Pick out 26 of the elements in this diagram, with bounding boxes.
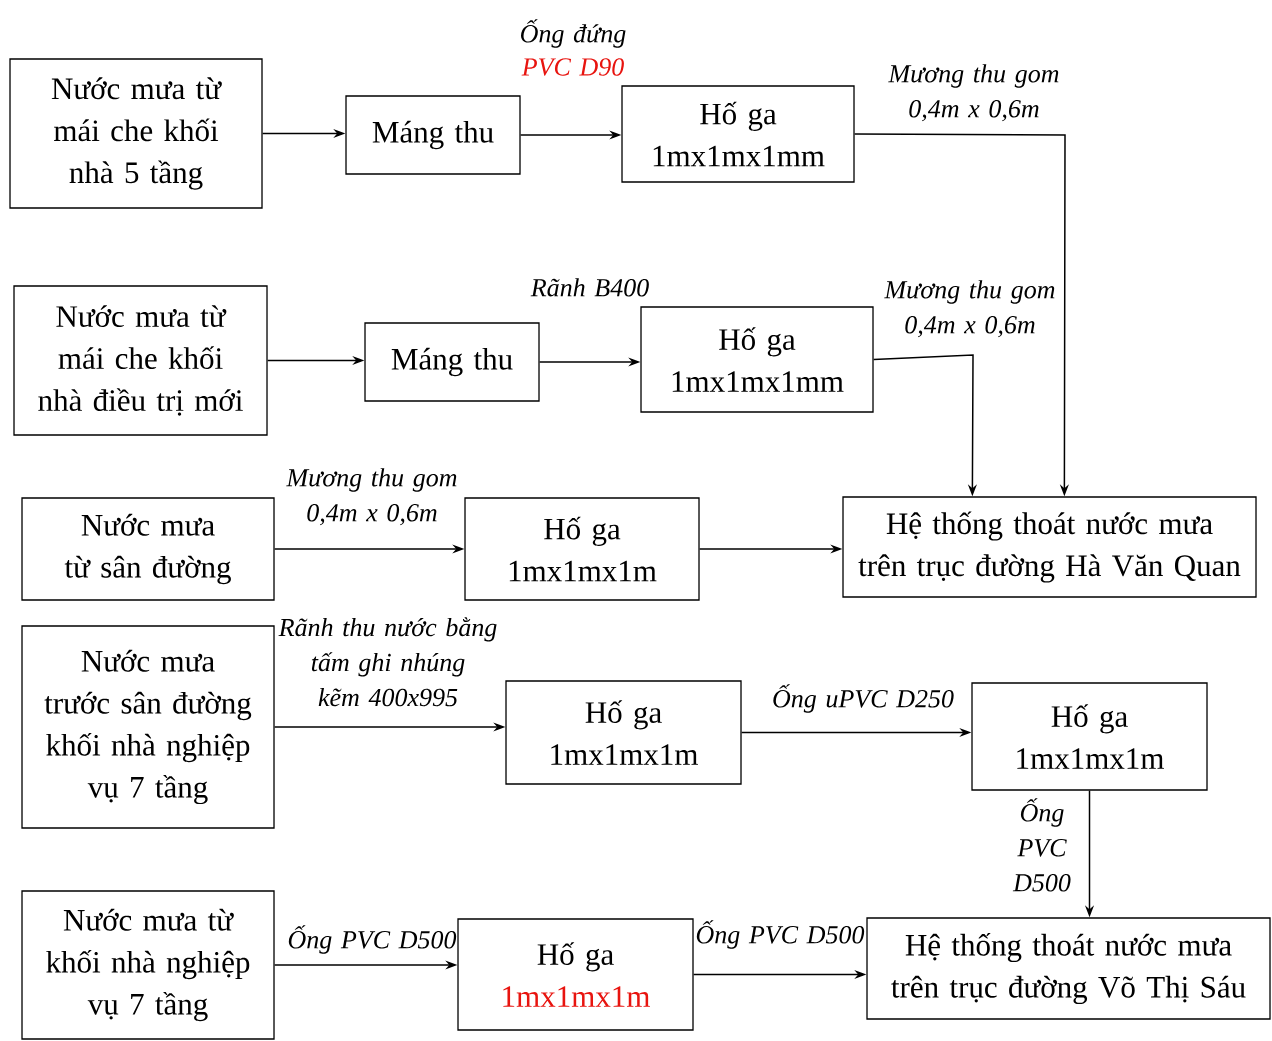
edge-label: Ống đứng	[521, 19, 626, 48]
process-box: Hố ga 1mx1mx1mm	[621, 85, 855, 183]
edge-label: Rãnh B400	[530, 278, 649, 297]
process-box: Nước mưa từ mái che khối nhà điều trị mới	[13, 285, 268, 436]
process-box: Hố ga 1mx1mx1m	[505, 680, 742, 785]
edge-label: Mương thu gom 0,4m x 0,6m	[884, 280, 1055, 338]
process-box: Máng thu	[345, 95, 521, 175]
process-box: Nước mưa từ sân đường	[21, 497, 275, 601]
edge-label: Mương thu gom 0,4m x 0,6m	[888, 64, 1059, 122]
process-box: Nước mưa từ mái che khối nhà 5 tầng	[9, 58, 263, 209]
process-box: Hố ga 1mx1mx1m	[464, 497, 700, 601]
process-box: Hố ga 1mx1mx1m	[457, 918, 694, 1031]
edge-label: Ống PVC D500	[288, 925, 457, 954]
edge-label: Ống PVC D500	[696, 920, 865, 949]
process-box: Hệ thống thoát nước mưa trên trục đường Hà Văn Quan	[842, 496, 1257, 598]
edge-label: Mương thu gom 0,4m x 0,6m	[286, 468, 457, 526]
edge-label: Ống uPVC D250	[773, 684, 954, 713]
pipe-label: PVC D90	[521, 58, 624, 76]
process-box: Hệ thống thoát nước mưa trên trục đường Võ Thị Sáu	[866, 917, 1271, 1020]
edge-label: Ống PVC D500	[1012, 798, 1071, 892]
process-box: Hố ga 1mx1mx1m	[971, 682, 1208, 791]
edge-label: Rãnh thu nước bằng tấm ghi nhúng kẽm 400x995	[278, 617, 497, 707]
process-box: Nước mưa từ khối nhà nghiệp vụ 7 tầng	[21, 890, 275, 1040]
process-box: Máng thu	[364, 322, 540, 402]
process-box: Nước mưa trước sân đường khối nhà nghiệp vụ 7 tầng	[21, 625, 275, 829]
process-box: Hố ga 1mx1mx1mm	[640, 306, 874, 413]
